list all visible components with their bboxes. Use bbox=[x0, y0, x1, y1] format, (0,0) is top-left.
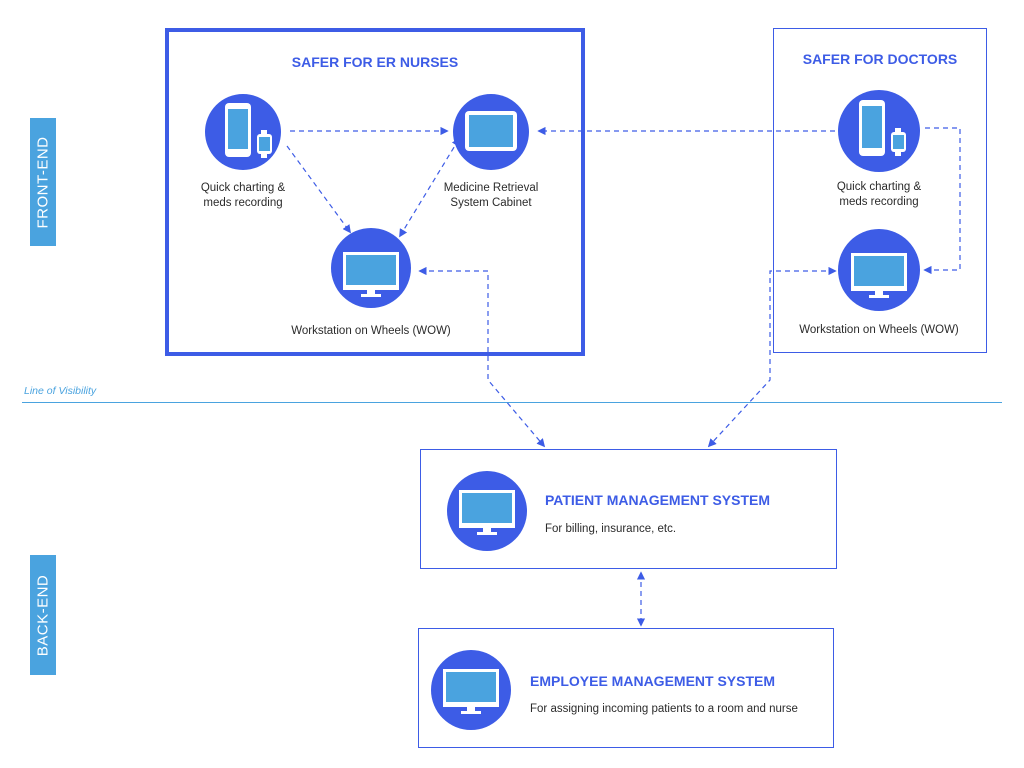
nurses-panel: SAFER FOR ER NURSES bbox=[165, 28, 585, 356]
doctors-panel: SAFER FOR DOCTORS bbox=[773, 28, 987, 353]
cabinet-caption-line-1: Medicine Retrieval bbox=[443, 182, 539, 194]
cabinet-caption-line-2: System Cabinet bbox=[450, 197, 532, 209]
doctor-wow-circle bbox=[838, 229, 920, 311]
employee-management-circle bbox=[431, 650, 511, 730]
doctor-phone-circle bbox=[838, 90, 920, 172]
nurse-wow-caption: Workstation on Wheels (WOW) bbox=[291, 325, 451, 337]
line-of-visibility-label: Line of Visibility bbox=[24, 385, 97, 397]
line-of-visibility bbox=[22, 402, 1002, 403]
nurse-phone-caption-line-1: Quick charting & bbox=[200, 182, 286, 194]
patient-management-title: PATIENT MANAGEMENT SYSTEM bbox=[545, 492, 771, 508]
doctor-phone-caption-line-1: Quick charting & bbox=[836, 181, 922, 193]
doctors-panel-title: SAFER FOR DOCTORS bbox=[802, 51, 958, 67]
front-end-tag: FRONT-END bbox=[30, 118, 56, 246]
back-end-tag: BACK-END bbox=[30, 555, 56, 675]
patient-management-circle bbox=[447, 471, 527, 551]
nurse-wow-circle bbox=[331, 228, 411, 308]
doctor-phone-caption: Quick charting & meds recording bbox=[819, 180, 939, 210]
cabinet-caption: Medicine Retrieval System Cabinet bbox=[431, 181, 551, 211]
nurses-panel-title: SAFER FOR ER NURSES bbox=[291, 54, 459, 70]
employee-management-title: EMPLOYEE MANAGEMENT SYSTEM bbox=[530, 673, 776, 689]
back-end-label: BACK-END bbox=[34, 574, 52, 656]
nurse-phone-circle bbox=[205, 94, 281, 170]
cabinet-circle bbox=[453, 94, 529, 170]
doctor-phone-caption-line-2: meds recording bbox=[839, 196, 919, 208]
nurse-phone-caption-line-2: meds recording bbox=[203, 197, 283, 209]
patient-management-description: For billing, insurance, etc. bbox=[545, 523, 677, 535]
front-end-label: FRONT-END bbox=[34, 136, 52, 228]
employee-management-description: For assigning incoming patients to a roo… bbox=[530, 703, 798, 715]
doctor-wow-caption: Workstation on Wheels (WOW) bbox=[799, 324, 959, 336]
nurse-phone-caption: Quick charting & meds recording bbox=[183, 181, 303, 211]
